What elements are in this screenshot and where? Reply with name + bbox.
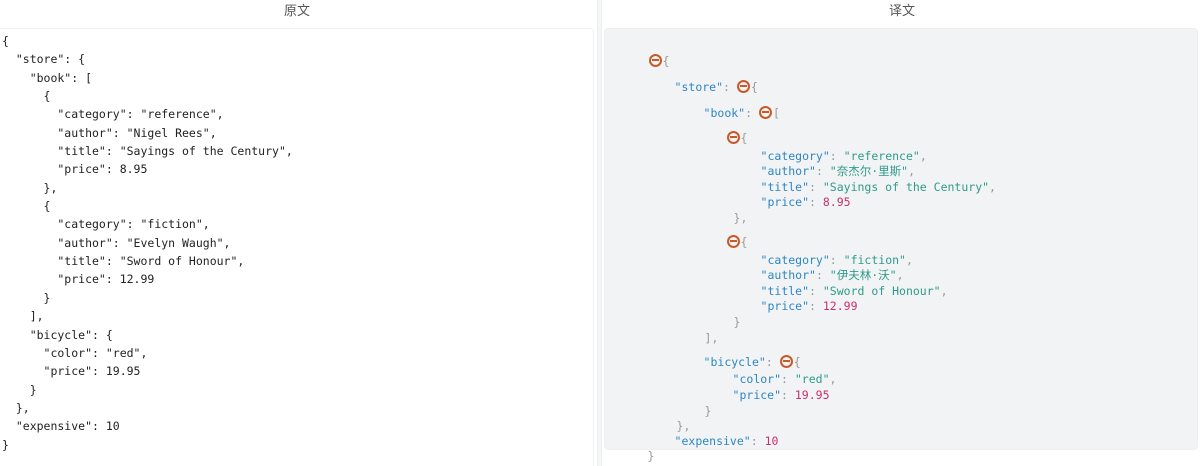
tree-line-bicycle-price: "price": 19.95	[732, 387, 830, 402]
original-pane-title: 原文	[283, 4, 310, 19]
tree-line-root-close: }	[647, 448, 655, 463]
tree-line-book0-title: "title": "Sayings of the Century",	[760, 179, 996, 194]
original-json-line: "title": "Sword of Honour",	[2, 254, 245, 269]
tree-line-book1-close: }	[733, 314, 741, 329]
original-json-line: {	[2, 34, 9, 48]
original-json-line: {	[2, 199, 51, 214]
tree-line-store: "store": {	[674, 79, 758, 94]
tree-line-book: "book": [	[703, 105, 780, 120]
tree-line-book1-category: "category": "fiction",	[760, 252, 913, 267]
original-json-line: ],	[2, 309, 44, 324]
original-json-line: "color": "red",	[2, 345, 148, 360]
original-json-line: {	[2, 89, 51, 104]
tree-line-book1-author: "author": "伊夫林·沃",	[760, 268, 904, 282]
collapse-book1-icon[interactable]	[726, 234, 740, 248]
original-json-line: },	[2, 180, 58, 195]
original-json-line: "bicycle": {	[2, 327, 113, 342]
original-json-line: "price": 19.95	[2, 364, 141, 379]
tree-line-book0-author: "author": "奈杰尔·里斯",	[760, 164, 916, 178]
pane-divider[interactable]	[597, 0, 602, 466]
translated-pane-title: 译文	[888, 4, 915, 19]
original-json-line: "title": "Sayings of the Century",	[2, 144, 293, 159]
original-json-line: }	[2, 290, 51, 305]
translated-json-pane[interactable]: { "store": { "book": [ { "category": "re…	[604, 28, 1198, 463]
tree-line-book0-open: {	[685, 115, 747, 162]
original-json-line: "price": 12.99	[2, 272, 155, 287]
original-json-pane[interactable]: { "store": { "book": [ { "category": "re…	[0, 28, 594, 466]
tree-line-expensive: "expensive": 10	[674, 433, 779, 448]
original-json-line: }	[2, 382, 37, 397]
original-json-line: },	[2, 400, 30, 415]
tree-line-book-close: ],	[704, 330, 719, 345]
original-json-text[interactable]: { "store": { "book": [ { "category": "re…	[2, 32, 293, 454]
collapse-book0-icon[interactable]	[726, 130, 740, 144]
collapse-root-icon[interactable]	[648, 53, 662, 67]
tree-line-book0-price: "price": 8.95	[760, 195, 851, 209]
tree-line-store-close: },	[676, 418, 691, 433]
original-json-line: "book": [	[2, 70, 93, 85]
original-json-line: "category": "reference",	[2, 107, 224, 122]
tree-line-root: {	[607, 38, 669, 85]
collapse-book-icon[interactable]	[758, 105, 772, 119]
tree-line-book1-title: "title": "Sword of Honour",	[760, 283, 948, 298]
tree-line-book1-price: "price": 12.99	[760, 299, 858, 313]
original-json-line: }	[2, 437, 9, 452]
original-json-line: "expensive": 10	[2, 419, 120, 434]
tree-line-book1-open: {	[685, 219, 747, 266]
original-json-line: "author": "Nigel Rees",	[2, 125, 217, 140]
collapse-store-icon[interactable]	[736, 79, 750, 93]
key-bicycle: "bicycle"	[703, 354, 766, 369]
original-json-line: "author": "Evelyn Waugh",	[2, 235, 231, 250]
original-json-line: "price": 8.95	[2, 162, 148, 177]
tree-line-book0-close: },	[733, 210, 748, 225]
key-book: "book"	[703, 105, 746, 120]
tree-line-bicycle: "bicycle": {	[703, 354, 801, 369]
tree-line-bicycle-color: "color": "red",	[732, 371, 837, 386]
collapse-bicycle-icon[interactable]	[779, 354, 793, 368]
original-json-line: "store": {	[2, 52, 86, 67]
tree-line-bicycle-close: }	[704, 403, 712, 418]
original-json-line: "category": "fiction",	[2, 217, 210, 232]
key-store: "store"	[674, 79, 724, 94]
tree-line-book0-category: "category": "reference",	[760, 148, 927, 163]
